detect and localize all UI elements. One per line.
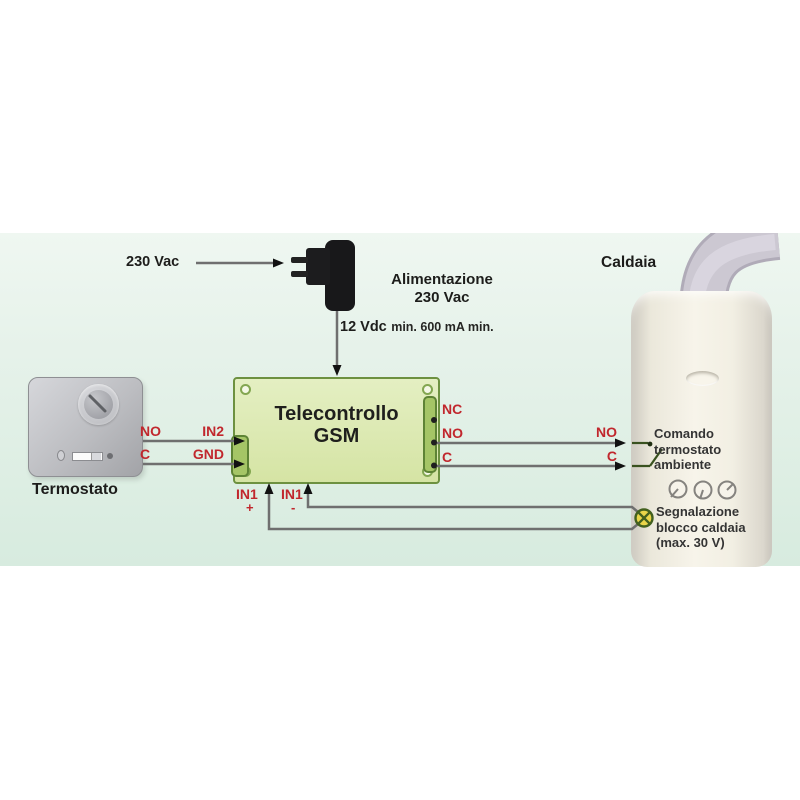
note-line: Segnalazione: [656, 504, 740, 519]
thermostat-c-label: C: [140, 446, 151, 462]
gsm-title-line1: Telecontrollo: [274, 403, 399, 425]
gsm-plus-sign: +: [246, 500, 254, 515]
thermostat-led-icon: [57, 450, 65, 461]
thermostat-no-label: NO: [140, 423, 161, 439]
boiler-no-label: NO: [596, 424, 617, 440]
gsm-in2-label: IN2: [202, 423, 224, 439]
relay-terminal-strip: [423, 396, 437, 473]
adapter-label-line1: Alimentazione: [391, 271, 493, 288]
note-line: termostato: [654, 441, 722, 457]
thermostat-switch-notch: [91, 453, 101, 460]
gsm-title-line2: GSM: [313, 425, 360, 447]
thermostat-device: [28, 377, 143, 477]
thermostat-knob-icon: [84, 390, 113, 419]
dc-spec-label: min. 600 mA min.: [391, 320, 494, 334]
dc-supply-label: 12 Vdc min. 600 mA min.: [340, 318, 494, 336]
screw-hole-icon: [240, 384, 251, 395]
note-line: (max. 30 V): [656, 535, 725, 550]
thermostat-label: Termostato: [32, 481, 118, 498]
gsm-controller-board: Telecontrollo GSM: [231, 377, 440, 484]
note-line: blocco caldaia: [656, 519, 746, 535]
note-line: ambiente: [654, 457, 712, 472]
adapter-label-line2: 230 Vac: [414, 289, 470, 306]
boiler-vent-icon: [686, 371, 719, 386]
boiler-label: Caldaia: [601, 254, 657, 271]
thermostat-switch-icon: [72, 452, 103, 461]
boiler-command-note: Comando termostato ambiente: [654, 426, 721, 473]
thermostat-screw-icon: [107, 453, 113, 459]
gsm-board-title: Telecontrollo GSM: [235, 403, 438, 447]
gsm-in1-plus-label: IN1: [236, 486, 258, 502]
power-plug-icon: [325, 240, 355, 311]
gsm-gnd-label: GND: [192, 446, 224, 462]
gsm-in1-minus-label: IN1: [281, 486, 303, 502]
dc-value-label: 12 Vdc: [340, 319, 387, 335]
gsm-no-label: NO: [442, 425, 463, 441]
plug-prong-icon: [291, 271, 308, 277]
mains-voltage-label: 230 Vac: [126, 254, 180, 270]
power-plug-neck: [306, 248, 330, 285]
adapter-label: Alimentazione 230 Vac: [377, 271, 507, 307]
plug-prong-icon: [291, 257, 308, 263]
boiler-c-label: C: [606, 448, 617, 464]
screw-hole-icon: [422, 384, 433, 395]
boiler-signal-note: Segnalazione blocco caldaia (max. 30 V): [656, 504, 746, 551]
gsm-c-label: C: [442, 449, 453, 465]
gsm-minus-sign: -: [291, 500, 296, 515]
boiler-body: [631, 291, 772, 567]
note-line: Comando: [654, 426, 714, 441]
gsm-nc-label: NC: [442, 401, 463, 417]
